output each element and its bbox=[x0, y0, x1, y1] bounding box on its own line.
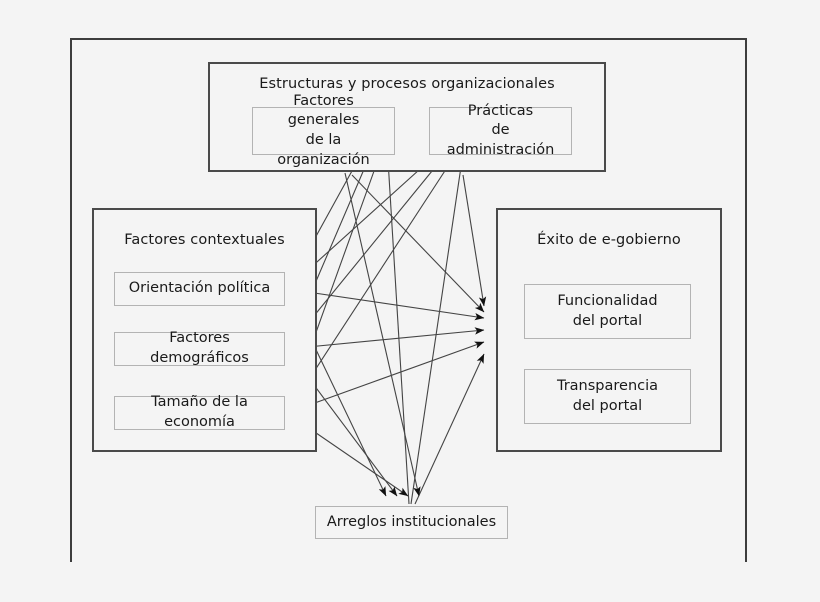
node-factores-demograficos-label: Factores demográficos bbox=[150, 330, 249, 366]
node-practicas-line2: de administración bbox=[446, 122, 555, 158]
group-organizational-title: Estructuras y procesos organizacionales bbox=[259, 76, 555, 92]
node-transparencia-line1: Transparencia bbox=[556, 377, 659, 394]
node-transparencia-line2: del portal bbox=[572, 397, 643, 414]
diagram-outer-frame bbox=[70, 38, 747, 562]
node-factores-demograficos[interactable]: Factores demográficos bbox=[114, 330, 285, 366]
node-tamano-economia[interactable]: Tamaño de la economía bbox=[114, 394, 285, 430]
node-practicas-line1: Prácticas bbox=[467, 102, 534, 119]
node-factores-generales[interactable]: Factores generales de la organización bbox=[252, 93, 395, 168]
node-factores-generales-line1: Factores generales bbox=[287, 92, 360, 129]
node-tamano-economia-label: Tamaño de la economía bbox=[151, 394, 248, 430]
node-orientacion-politica[interactable]: Orientación política bbox=[114, 272, 285, 306]
node-funcionalidad-line2: del portal bbox=[572, 312, 643, 329]
group-egovernment-title: Éxito de e-gobierno bbox=[537, 232, 681, 248]
node-arreglos-institucionales[interactable]: Arreglos institucionales bbox=[315, 506, 508, 539]
group-contextual-title: Factores contextuales bbox=[124, 232, 285, 248]
node-orientacion-politica-label: Orientación política bbox=[128, 280, 271, 297]
node-arreglos-institucionales-label: Arreglos institucionales bbox=[326, 513, 497, 530]
node-transparencia-portal[interactable]: Transparencia del portal bbox=[524, 369, 691, 424]
node-funcionalidad-portal[interactable]: Funcionalidad del portal bbox=[524, 284, 691, 339]
node-factores-generales-line2: de la organización bbox=[277, 132, 370, 168]
node-practicas-administracion[interactable]: Prácticas de administración bbox=[429, 103, 572, 158]
node-funcionalidad-line1: Funcionalidad bbox=[557, 292, 658, 309]
